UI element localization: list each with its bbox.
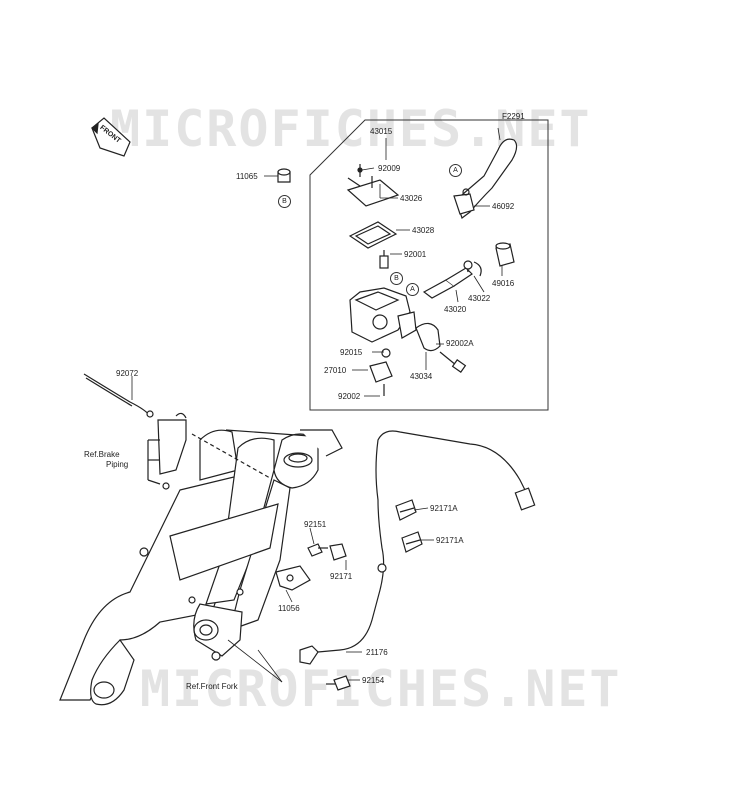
bolt-92154: [326, 675, 351, 691]
diaphragm-plate: [348, 221, 398, 249]
part-label-92072: 92072: [116, 369, 139, 378]
brake-lever: [453, 138, 518, 219]
part-label-92002: 92002: [338, 392, 361, 401]
bolt-92151: [307, 543, 328, 557]
part-label-92009: 92009: [378, 164, 401, 173]
part-label-43034: 43034: [410, 372, 433, 381]
reservoir-cap: [346, 164, 400, 207]
ref-brake-piping-line2: Piping: [106, 460, 129, 469]
switch-27010: [369, 361, 393, 396]
figure-code: F2291: [502, 112, 525, 121]
part-label-43028: 43028: [412, 226, 435, 235]
ref-brake-piping-line1: Ref.Brake: [84, 450, 120, 459]
ref-front-fork: Ref.Front Fork: [186, 682, 238, 691]
callout-a-upper: A: [449, 164, 462, 177]
part-label-11056: 11056: [278, 604, 300, 613]
part-label-92171: 92171: [330, 572, 353, 581]
clip-92171a-lower: [401, 531, 423, 553]
part-label-21176: 21176: [366, 648, 388, 657]
part-label-92171a-upper: 92171A: [430, 504, 458, 513]
part-label-92001: 92001: [404, 250, 427, 259]
callout-b-upper: B: [390, 272, 403, 285]
part-label-43015: 43015: [370, 127, 393, 136]
assembly-box: [309, 119, 549, 411]
part-label-92154: 92154: [362, 676, 385, 685]
ref-brake-piping: Ref.Brake Piping: [84, 450, 128, 470]
master-cylinder-body: [349, 287, 417, 358]
brake-hose-92072: [83, 373, 154, 418]
nut-92171: [329, 543, 347, 561]
piston-assembly: [422, 260, 482, 299]
sensor-bracket-11056: [275, 565, 311, 591]
part-label-11065: 11065: [236, 172, 258, 181]
part-label-92171a-lower: 92171A: [436, 536, 464, 545]
part-label-92015: 92015: [340, 348, 363, 357]
front-fork: [59, 429, 343, 706]
part-label-49016: 49016: [492, 279, 515, 288]
part-label-43020: 43020: [444, 305, 467, 314]
part-label-46092: 46092: [492, 202, 515, 211]
part-label-92151: 92151: [304, 520, 327, 529]
cap-11065: [277, 168, 291, 183]
part-label-43026: 43026: [400, 194, 423, 203]
part-label-27010: 27010: [324, 366, 347, 375]
callout-b-lower: B: [278, 195, 291, 208]
sensor-harness-21176: [299, 430, 536, 665]
leader-lines: [131, 127, 503, 683]
clamp-43034: [415, 322, 467, 373]
part-label-43022: 43022: [468, 294, 491, 303]
bushing-49016: [495, 242, 515, 267]
callout-a-lower: A: [406, 283, 419, 296]
front-arrow-icon: [91, 117, 131, 157]
part-label-92002a: 92002A: [446, 339, 474, 348]
screw-92001: [379, 250, 389, 269]
clip-92171a-upper: [395, 499, 417, 521]
brake-piping-bracket: [147, 412, 187, 490]
